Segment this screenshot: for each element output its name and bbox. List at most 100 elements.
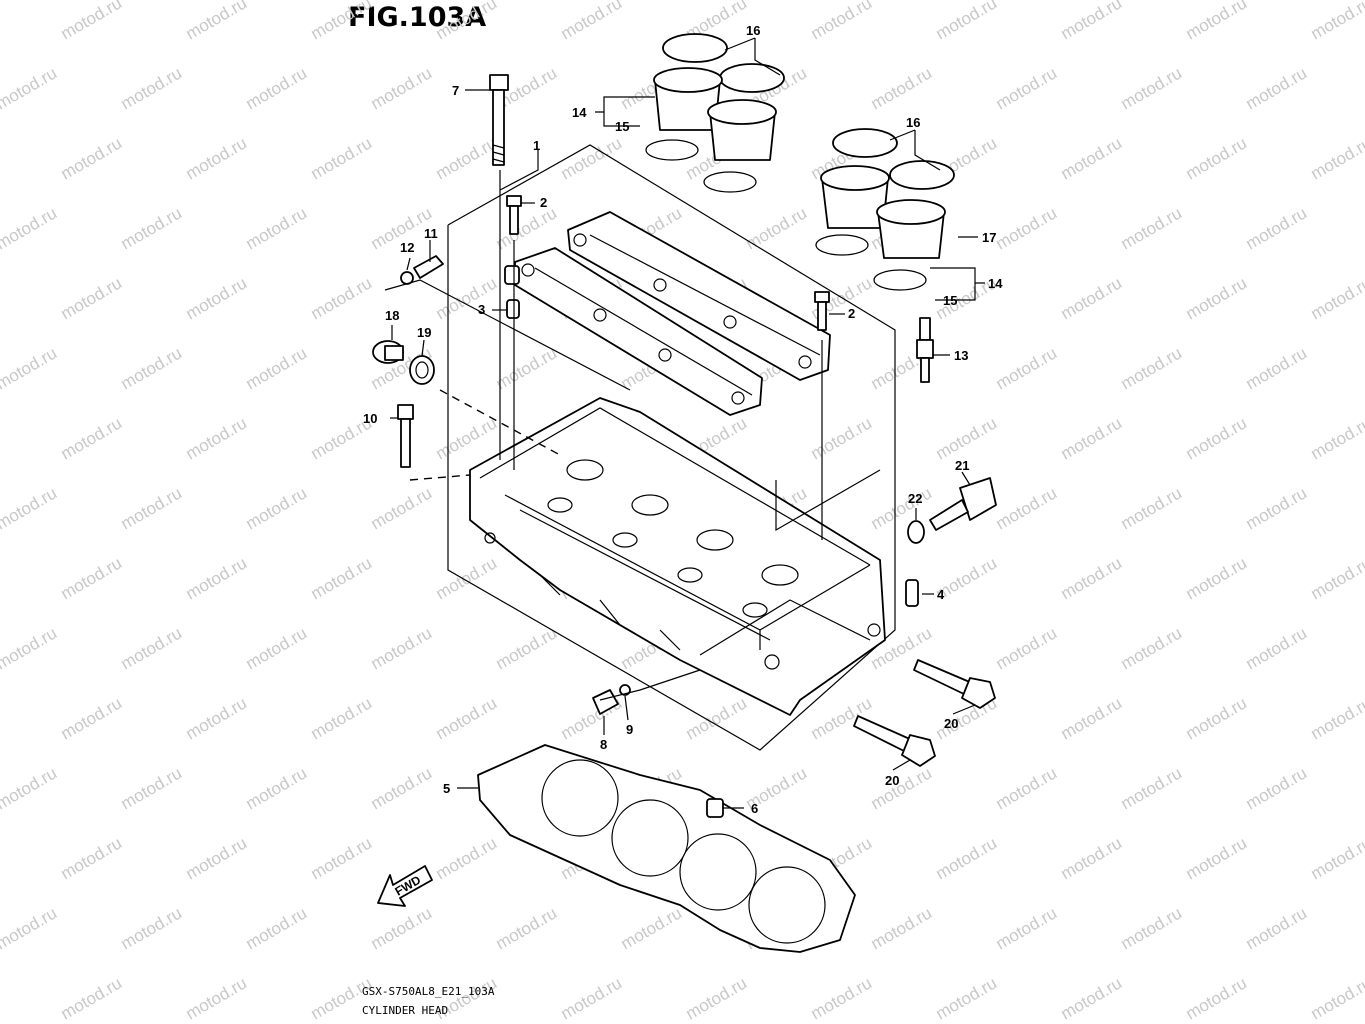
watermark-text: motod.ru bbox=[183, 413, 251, 463]
watermark-text: motod.ru bbox=[1058, 133, 1126, 183]
watermark-text: motod.ru bbox=[308, 833, 376, 883]
watermark-text: motod.ru bbox=[433, 0, 501, 43]
watermark-text: motod.ru bbox=[243, 623, 311, 673]
callout-2-upper: 2 bbox=[540, 195, 547, 210]
watermark-text: motod.ru bbox=[1058, 273, 1126, 323]
watermark-text: motod.ru bbox=[933, 0, 1001, 43]
watermark-text: motod.ru bbox=[243, 483, 311, 533]
watermark-text: motod.ru bbox=[1183, 693, 1251, 743]
watermark-text: motod.ru bbox=[433, 413, 501, 463]
dowel-pin-6[interactable] bbox=[706, 798, 724, 818]
watermark-text: motod.ru bbox=[1308, 413, 1365, 463]
washer-9[interactable] bbox=[619, 684, 631, 696]
watermark-text: motod.ru bbox=[493, 623, 561, 673]
callout-20-lower: 20 bbox=[885, 773, 899, 788]
callout-14-lower: 14 bbox=[988, 276, 1003, 291]
camshaft-holder-intake[interactable] bbox=[567, 211, 831, 381]
assembly-frame bbox=[447, 144, 896, 751]
watermark-text: motod.ru bbox=[0, 203, 60, 253]
callout-17: 17 bbox=[982, 230, 996, 245]
watermark-text: motod.ru bbox=[1183, 413, 1251, 463]
watermark-text: motod.ru bbox=[58, 273, 126, 323]
bolt-2-right[interactable] bbox=[814, 291, 830, 331]
watermark-text: motod.ru bbox=[1308, 973, 1365, 1023]
watermark-text: motod.ru bbox=[683, 693, 751, 743]
watermark-text: motod.ru bbox=[118, 63, 186, 113]
watermark-text: motod.ru bbox=[368, 903, 436, 953]
dowel-pin-3[interactable] bbox=[504, 265, 520, 319]
cap-18[interactable] bbox=[372, 340, 404, 364]
bolt-20-lower[interactable] bbox=[853, 715, 936, 767]
watermark-text: motod.ru bbox=[243, 763, 311, 813]
watermark-text: motod.ru bbox=[1058, 833, 1126, 883]
watermark-text: motod.ru bbox=[993, 63, 1061, 113]
bolt-20-upper[interactable] bbox=[913, 659, 996, 709]
bolt-2-upper[interactable] bbox=[506, 195, 522, 235]
watermark-text: motod.ru bbox=[308, 133, 376, 183]
gasket-19[interactable] bbox=[409, 355, 435, 385]
model-code: GSX-S750AL8_E21_103A bbox=[362, 985, 495, 998]
watermark-text: motod.ru bbox=[1308, 0, 1365, 43]
watermark-text: motod.ru bbox=[993, 623, 1061, 673]
watermark-text: motod.ru bbox=[1118, 63, 1186, 113]
watermark-text: motod.ru bbox=[118, 343, 186, 393]
watermark-text: motod.ru bbox=[933, 973, 1001, 1023]
watermark-text: motod.ru bbox=[118, 623, 186, 673]
cylinder-head[interactable] bbox=[469, 397, 886, 716]
temp-sensor-21[interactable] bbox=[929, 477, 997, 531]
watermark-text: motod.ru bbox=[368, 483, 436, 533]
watermark-text: motod.ru bbox=[618, 903, 686, 953]
callout-13: 13 bbox=[954, 348, 968, 363]
watermark-text: motod.ru bbox=[1243, 623, 1311, 673]
plug-11[interactable] bbox=[400, 255, 444, 285]
watermark-text: motod.ru bbox=[118, 483, 186, 533]
watermark-text: motod.ru bbox=[1118, 903, 1186, 953]
watermark-text: motod.ru bbox=[183, 0, 251, 43]
head-gasket-5[interactable] bbox=[477, 744, 856, 953]
watermark-text: motod.ru bbox=[808, 0, 876, 43]
dowel-pin-4[interactable] bbox=[905, 579, 919, 607]
callout-3: 3 bbox=[478, 302, 485, 317]
watermark-text: motod.ru bbox=[558, 0, 626, 43]
watermark-text: motod.ru bbox=[58, 693, 126, 743]
bolt-10[interactable] bbox=[397, 404, 414, 468]
watermark-text: motod.ru bbox=[1308, 553, 1365, 603]
watermark-text: motod.ru bbox=[433, 273, 501, 323]
spark-plug-13[interactable] bbox=[916, 317, 934, 383]
watermark-text: motod.ru bbox=[1308, 693, 1365, 743]
o-ring-22[interactable] bbox=[907, 520, 925, 544]
watermark-text: motod.ru bbox=[118, 763, 186, 813]
watermark-text: motod.ru bbox=[933, 833, 1001, 883]
watermark-text: motod.ru bbox=[1243, 763, 1311, 813]
watermark-text: motod.ru bbox=[433, 133, 501, 183]
watermark-text: motod.ru bbox=[183, 973, 251, 1023]
watermark-text: motod.ru bbox=[1118, 203, 1186, 253]
watermark-text: motod.ru bbox=[993, 483, 1061, 533]
watermark-text: motod.ru bbox=[0, 763, 60, 813]
watermark-text: motod.ru bbox=[243, 343, 311, 393]
watermark-text: motod.ru bbox=[183, 133, 251, 183]
watermark-text: motod.ru bbox=[808, 973, 876, 1023]
watermark-text: motod.ru bbox=[433, 553, 501, 603]
intake-pipe-set-lower[interactable] bbox=[815, 128, 955, 291]
watermark-text: motod.ru bbox=[493, 203, 561, 253]
watermark-text: motod.ru bbox=[243, 63, 311, 113]
callout-15-upper: 15 bbox=[615, 119, 629, 134]
watermark-text: motod.ru bbox=[558, 133, 626, 183]
watermark-text: motod.ru bbox=[1308, 833, 1365, 883]
watermark-text: motod.ru bbox=[0, 63, 60, 113]
watermark-text: motod.ru bbox=[183, 833, 251, 883]
stud-bolt-7[interactable] bbox=[489, 74, 509, 166]
camshaft-holder-exhaust[interactable] bbox=[514, 247, 763, 416]
watermark-text: motod.ru bbox=[1183, 273, 1251, 323]
figure-title: FIG.103A bbox=[348, 2, 487, 33]
watermark-text: motod.ru bbox=[118, 903, 186, 953]
watermark-text: motod.ru bbox=[308, 693, 376, 743]
watermark-text: motod.ru bbox=[808, 413, 876, 463]
bolt-8[interactable] bbox=[592, 689, 619, 715]
intake-pipe-set-upper[interactable] bbox=[645, 33, 785, 193]
watermark-text: motod.ru bbox=[743, 203, 811, 253]
watermark-text: motod.ru bbox=[58, 553, 126, 603]
watermark-text: motod.ru bbox=[1243, 483, 1311, 533]
watermark-text: motod.ru bbox=[933, 413, 1001, 463]
